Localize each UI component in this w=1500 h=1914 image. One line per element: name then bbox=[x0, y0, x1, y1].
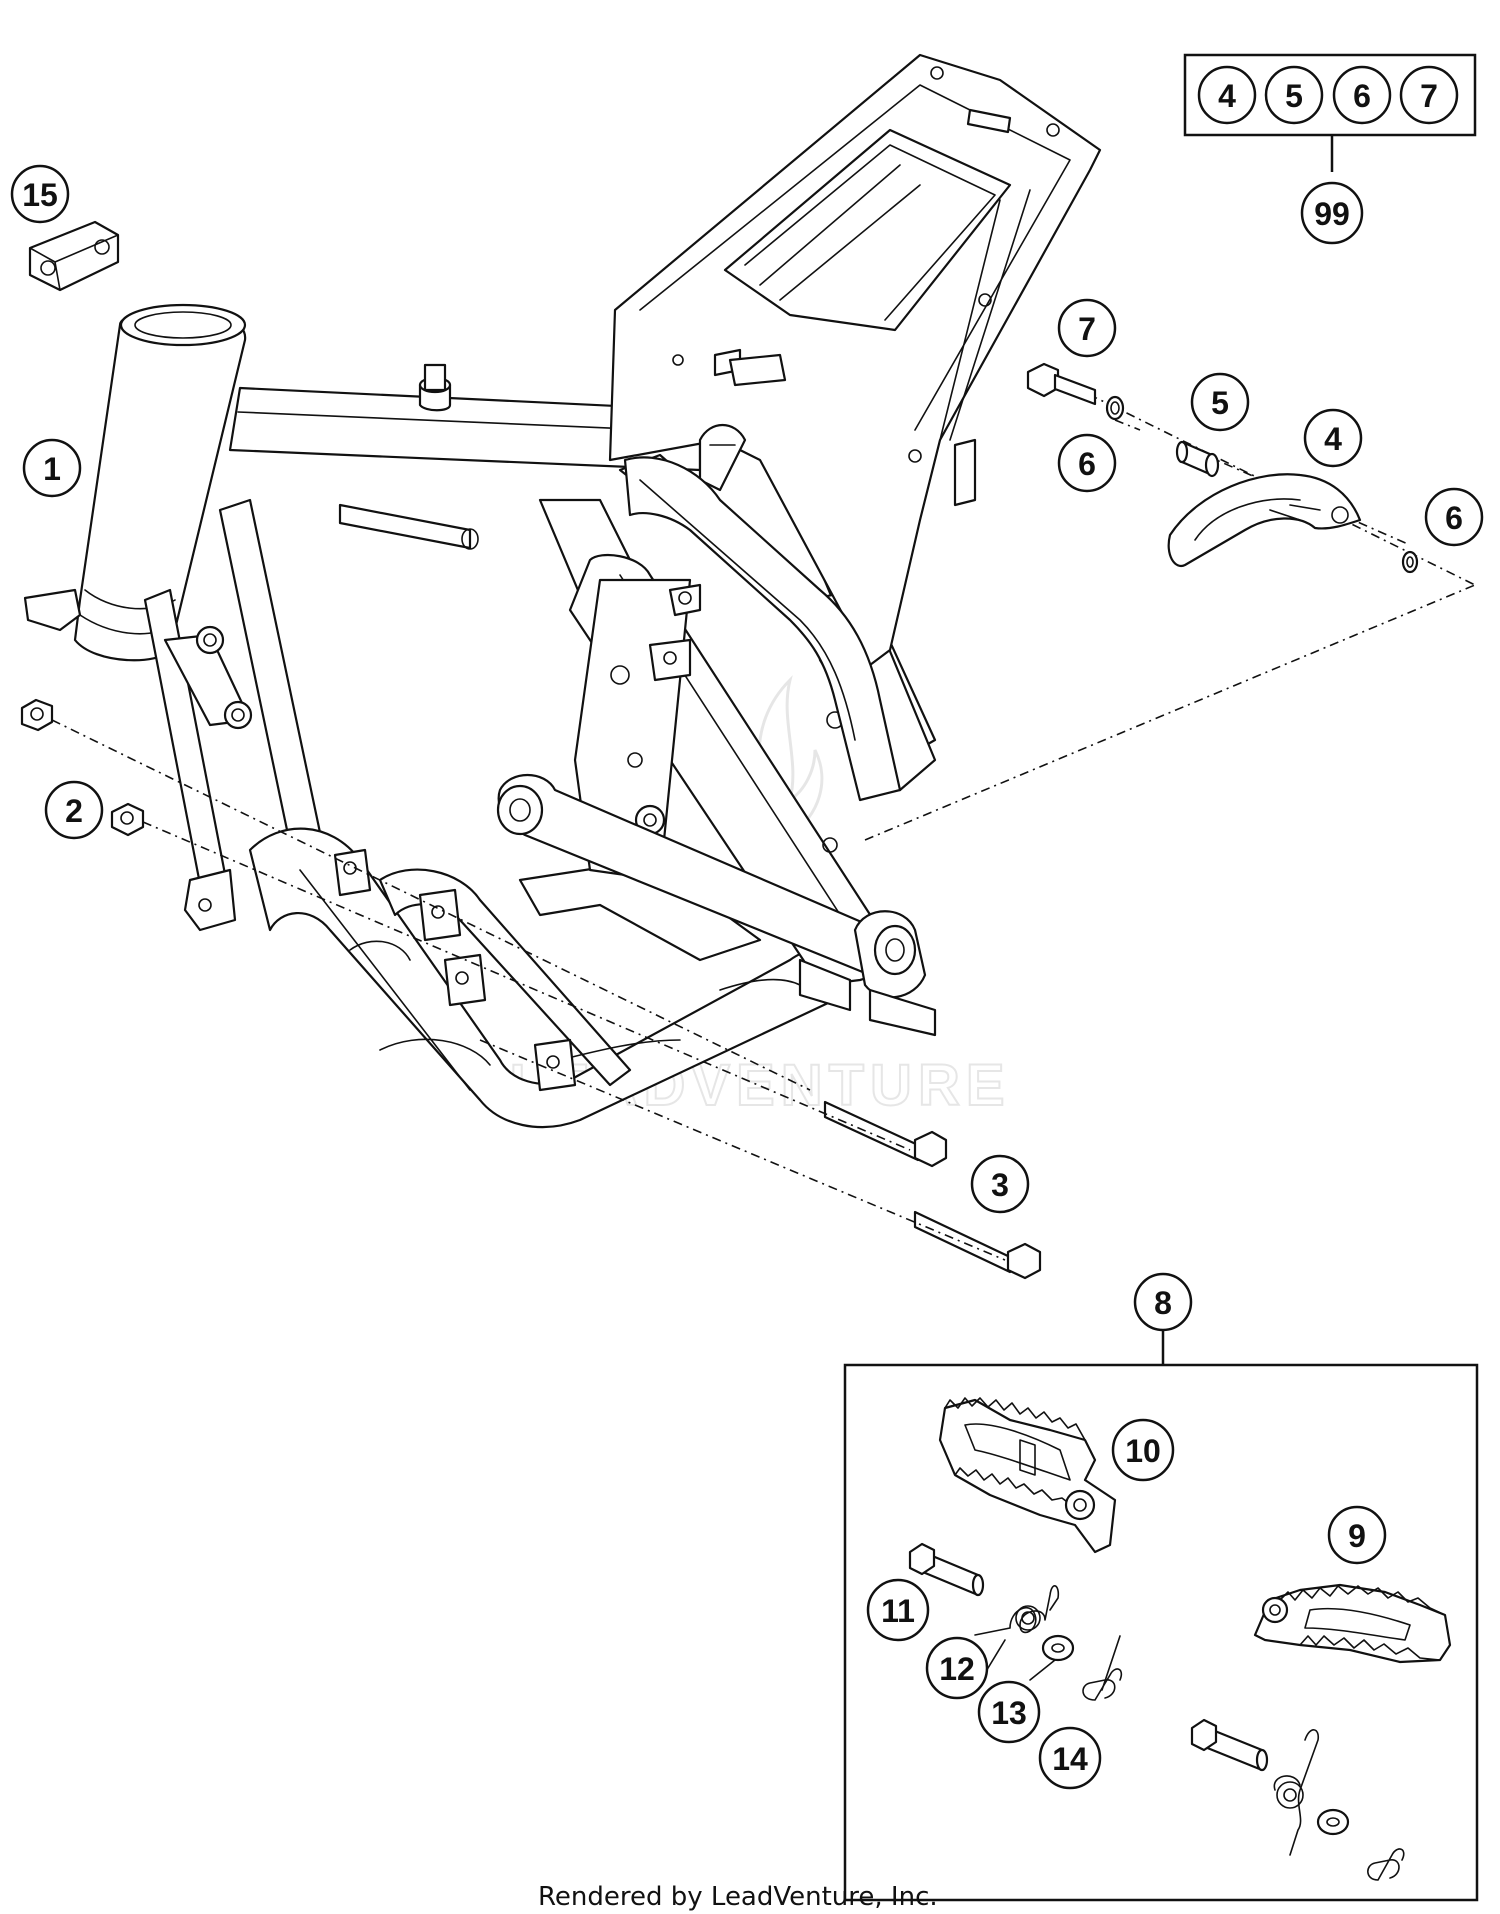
part-11-pin-right[interactable] bbox=[1190, 1718, 1269, 1772]
part-11-pin[interactable] bbox=[908, 1542, 985, 1597]
svg-text:2: 2 bbox=[65, 793, 83, 829]
svg-text:4: 4 bbox=[1324, 421, 1342, 457]
svg-text:6: 6 bbox=[1353, 78, 1371, 114]
callout-99[interactable]: 99 bbox=[1300, 181, 1364, 245]
part-6-washer-b[interactable] bbox=[1401, 550, 1419, 574]
part-3-bolt-lower[interactable] bbox=[913, 1210, 1042, 1280]
callout-15[interactable]: 15 bbox=[10, 164, 70, 224]
svg-text:11: 11 bbox=[881, 1593, 915, 1629]
part-14-clip[interactable] bbox=[1082, 1668, 1123, 1701]
svg-text:9: 9 bbox=[1348, 1518, 1366, 1554]
svg-text:15: 15 bbox=[22, 177, 58, 213]
part-13-washer[interactable] bbox=[1041, 1634, 1075, 1662]
part-15-protector[interactable] bbox=[28, 220, 120, 292]
footpeg-kit-box bbox=[843, 1330, 1479, 1902]
callout-14[interactable]: 14 bbox=[1038, 1726, 1102, 1790]
svg-text:10: 10 bbox=[1125, 1433, 1161, 1469]
callout-2[interactable]: 2 bbox=[44, 780, 104, 840]
part-6-washer-a[interactable] bbox=[1105, 395, 1125, 421]
svg-text:6: 6 bbox=[1078, 446, 1096, 482]
callout-1[interactable]: 1 bbox=[22, 438, 82, 498]
kit-item-7[interactable]: 7 bbox=[1399, 65, 1459, 125]
part-4-bracket[interactable] bbox=[1167, 473, 1362, 568]
callout-3[interactable]: 3 bbox=[970, 1154, 1030, 1214]
svg-text:99: 99 bbox=[1314, 196, 1350, 232]
part-12-spring-right[interactable] bbox=[1273, 1729, 1320, 1856]
part-7-bolt[interactable] bbox=[1026, 362, 1097, 406]
svg-text:14: 14 bbox=[1052, 1741, 1088, 1777]
callout-11[interactable]: 11 bbox=[866, 1578, 930, 1642]
svg-text:12: 12 bbox=[939, 1651, 975, 1687]
svg-text:5: 5 bbox=[1285, 78, 1303, 114]
callout-5[interactable]: 5 bbox=[1190, 372, 1250, 432]
part-10-footpeg[interactable] bbox=[938, 1397, 1117, 1554]
callout-4[interactable]: 4 bbox=[1303, 408, 1363, 468]
part-12-spring[interactable] bbox=[974, 1585, 1060, 1636]
callout-12[interactable]: 12 bbox=[925, 1636, 989, 1700]
callout-6-left[interactable]: 6 bbox=[1057, 433, 1117, 493]
svg-text:8: 8 bbox=[1154, 1285, 1172, 1321]
callout-13[interactable]: 13 bbox=[977, 1680, 1041, 1744]
part-2-nut-upper[interactable] bbox=[20, 698, 54, 732]
kit-item-6[interactable]: 6 bbox=[1332, 65, 1392, 125]
part-5-sleeve[interactable] bbox=[1175, 440, 1220, 478]
svg-text:1: 1 bbox=[43, 451, 61, 487]
svg-text:7: 7 bbox=[1078, 311, 1096, 347]
callout-9[interactable]: 9 bbox=[1327, 1505, 1387, 1565]
part-2-nut-lower[interactable] bbox=[110, 802, 145, 837]
part-3-bolt-upper[interactable] bbox=[823, 1100, 948, 1168]
svg-text:5: 5 bbox=[1211, 385, 1229, 421]
svg-text:13: 13 bbox=[991, 1695, 1027, 1731]
kit-item-5[interactable]: 5 bbox=[1264, 65, 1324, 125]
part-1-frame[interactable] bbox=[23, 53, 1102, 1129]
leader-lines bbox=[984, 1635, 1121, 1691]
svg-text:4: 4 bbox=[1218, 78, 1236, 114]
kit-box: 4 5 6 7 bbox=[1183, 53, 1477, 172]
part-14-clip-right[interactable] bbox=[1367, 1848, 1405, 1881]
svg-text:6: 6 bbox=[1445, 500, 1463, 536]
svg-text:3: 3 bbox=[991, 1167, 1009, 1203]
svg-text:7: 7 bbox=[1420, 78, 1438, 114]
kit-item-4[interactable]: 4 bbox=[1197, 65, 1257, 125]
callout-7[interactable]: 7 bbox=[1057, 298, 1117, 358]
callout-10[interactable]: 10 bbox=[1111, 1418, 1175, 1482]
part-13-washer-right[interactable] bbox=[1316, 1808, 1350, 1836]
callout-8[interactable]: 8 bbox=[1133, 1272, 1193, 1332]
callout-6-right[interactable]: 6 bbox=[1424, 487, 1484, 547]
part-9-footpeg[interactable] bbox=[1253, 1583, 1452, 1664]
credit-text: Rendered by LeadVenture, Inc. bbox=[538, 1882, 938, 1912]
